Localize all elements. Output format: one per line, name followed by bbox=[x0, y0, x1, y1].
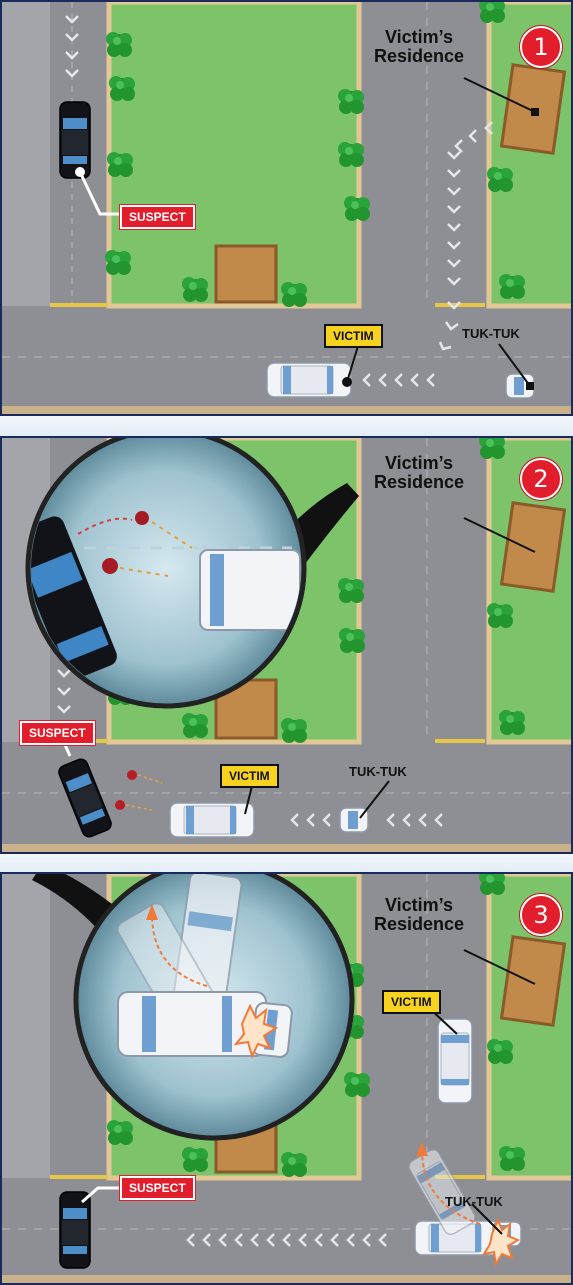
scene-map bbox=[2, 438, 573, 854]
victim-label: VICTIM bbox=[324, 324, 383, 348]
curb bbox=[2, 406, 573, 416]
tree-icon bbox=[499, 274, 525, 299]
tree-icon bbox=[105, 250, 131, 275]
residence-label: Victim’s Residence bbox=[364, 28, 474, 66]
scene-map bbox=[2, 874, 573, 1285]
tree-icon bbox=[107, 1120, 133, 1145]
tree-icon bbox=[487, 1039, 513, 1064]
panel-gap bbox=[0, 416, 573, 436]
tree-icon bbox=[338, 578, 364, 603]
tree-icon bbox=[281, 1152, 307, 1177]
suspect-label: SUSPECT bbox=[120, 205, 195, 229]
sidewalk bbox=[2, 2, 50, 306]
curb bbox=[2, 1275, 573, 1285]
suspect-car-icon bbox=[60, 102, 90, 178]
tree-icon bbox=[479, 874, 505, 895]
leader-dot bbox=[75, 167, 85, 177]
suspect-label: SUSPECT bbox=[120, 1176, 195, 1200]
tree-icon bbox=[479, 2, 505, 23]
tree-icon bbox=[479, 438, 505, 459]
tree-icon bbox=[182, 1147, 208, 1172]
victim-label: VICTIM bbox=[220, 764, 279, 788]
tree-icon bbox=[499, 1146, 525, 1171]
tree-icon bbox=[109, 76, 135, 101]
residence-label: Victim’s Residence bbox=[364, 896, 474, 934]
victim-car-icon bbox=[267, 363, 351, 397]
victim-label: VICTIM bbox=[382, 990, 441, 1014]
building bbox=[216, 246, 276, 302]
stop-line bbox=[50, 303, 108, 307]
leader-dot bbox=[531, 108, 539, 116]
tree-icon bbox=[338, 142, 364, 167]
tree-icon bbox=[499, 710, 525, 735]
tree-icon bbox=[107, 152, 133, 177]
tree-icon bbox=[182, 713, 208, 738]
tree-icon bbox=[487, 167, 513, 192]
tuk-tuk-label: TUK-TUK bbox=[455, 324, 527, 344]
suspect-car-icon bbox=[60, 1192, 90, 1268]
victim-residence-building bbox=[502, 937, 565, 1025]
sidewalk bbox=[2, 874, 50, 1178]
panel-3: Victim’s Residence 3 SUSPECT VICTIM TUK-… bbox=[0, 872, 573, 1285]
leader-dot bbox=[342, 377, 352, 387]
tree-icon bbox=[338, 89, 364, 114]
stop-line bbox=[50, 1175, 108, 1179]
tree-icon bbox=[182, 277, 208, 302]
victim-residence-building bbox=[502, 503, 565, 591]
step-badge: 2 bbox=[520, 458, 562, 500]
stop-line bbox=[435, 739, 485, 743]
tree-icon bbox=[487, 603, 513, 628]
victim-car-icon bbox=[170, 803, 254, 837]
curb bbox=[2, 844, 573, 854]
tuk-tuk-label: TUK-TUK bbox=[342, 762, 414, 782]
panel-2: Victim’s Residence 2 SUSPECT VICTIM TUK-… bbox=[0, 436, 573, 854]
panel-1: Victim’s Residence 1 SUSPECT VICTIM TUK-… bbox=[0, 0, 573, 416]
step-badge: 1 bbox=[520, 26, 562, 68]
tree-icon bbox=[344, 196, 370, 221]
tree-icon bbox=[344, 1072, 370, 1097]
tuk-tuk-label: TUK-TUK bbox=[438, 1192, 510, 1212]
residence-label: Victim’s Residence bbox=[364, 454, 474, 492]
scene-map bbox=[2, 2, 573, 416]
step-badge: 3 bbox=[520, 894, 562, 936]
tree-icon bbox=[281, 718, 307, 743]
tree-icon bbox=[339, 628, 365, 653]
tree-icon bbox=[281, 282, 307, 307]
leader-dot bbox=[526, 382, 534, 390]
suspect-label: SUSPECT bbox=[20, 721, 95, 745]
panel-gap bbox=[0, 854, 573, 872]
tree-icon bbox=[106, 32, 132, 57]
